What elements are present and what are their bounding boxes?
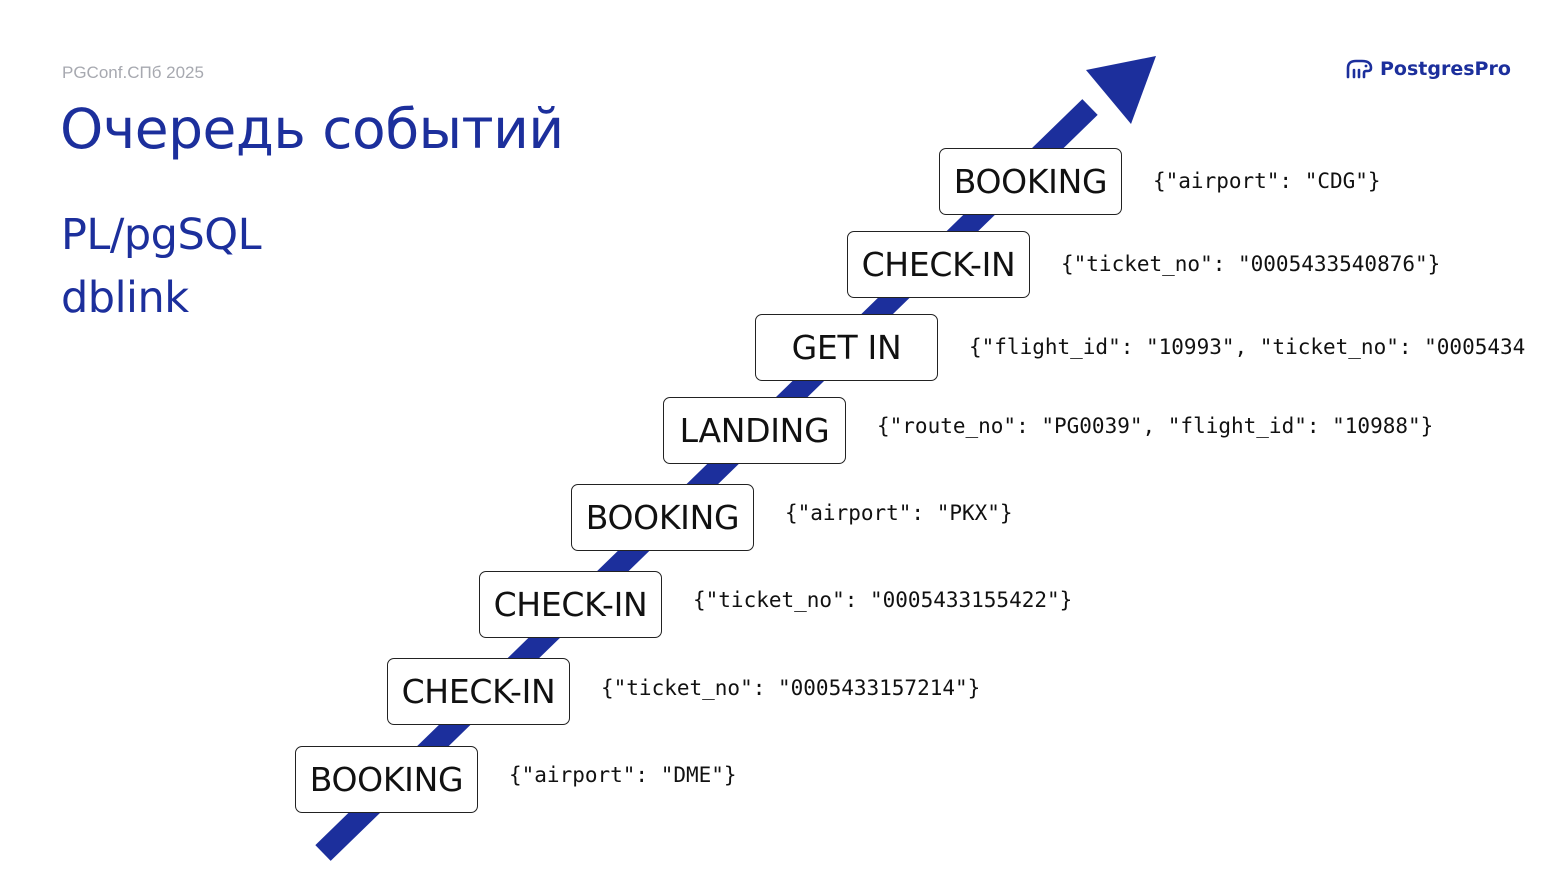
- event-payload-booking-dme: {"airport": "DME"}: [509, 763, 737, 787]
- subtitle-dblink: dblink: [61, 273, 189, 323]
- elephant-logo-icon: [1346, 59, 1373, 79]
- event-box-checkin-155422: CHECK-IN: [479, 571, 662, 638]
- event-payload-landing: {"route_no": "PG0039", "flight_id": "109…: [877, 414, 1434, 438]
- event-payload-checkin-157214: {"ticket_no": "0005433157214"}: [601, 676, 981, 700]
- subtitle-plpgsql: PL/pgSQL: [61, 210, 262, 260]
- brand-logo: PostgresPro: [1345, 58, 1511, 80]
- conference-label: PGConf.СПб 2025: [62, 63, 204, 82]
- slide-title: Очередь событий: [60, 97, 564, 161]
- event-payload-booking-cdg: {"airport": "CDG"}: [1153, 169, 1381, 193]
- event-payload-checkin-540876: {"ticket_no": "0005433540876"}: [1061, 252, 1441, 276]
- arrow-shaft: [315, 99, 1098, 861]
- event-box-checkin-540876: CHECK-IN: [847, 231, 1030, 298]
- brand-name: PostgresPro: [1380, 58, 1511, 80]
- event-box-booking-cdg: BOOKING: [939, 148, 1122, 215]
- event-box-booking-pkx: BOOKING: [571, 484, 754, 551]
- event-payload-get-in: {"flight_id": "10993", "ticket_no": "000…: [969, 335, 1526, 359]
- event-box-booking-dme: BOOKING: [295, 746, 478, 813]
- event-box-landing: LANDING: [663, 397, 846, 464]
- arrow-head: [1086, 56, 1156, 124]
- event-box-get-in: GET IN: [755, 314, 938, 381]
- event-payload-booking-pkx: {"airport": "PKX"}: [785, 501, 1013, 525]
- event-payload-checkin-155422: {"ticket_no": "0005433155422"}: [693, 588, 1073, 612]
- event-box-checkin-157214: CHECK-IN: [387, 658, 570, 725]
